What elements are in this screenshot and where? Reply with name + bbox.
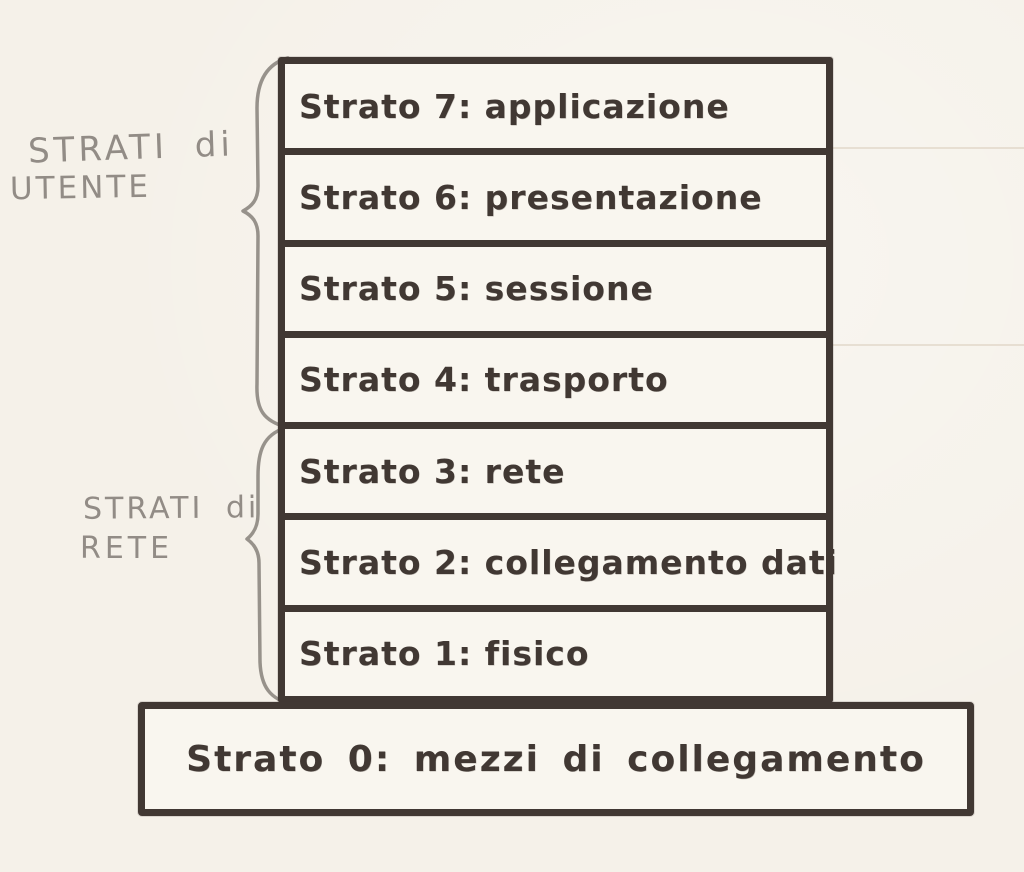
layer-label-strato-2: Strato 2: collegamento dati [299,543,838,583]
layer-label-strato-6: Strato 6: presentazione [299,177,763,217]
layer-row-strato-3: Strato 3: rete [285,429,826,521]
layer-row-strato-5: Strato 5: sessione [285,246,826,338]
layer-label-strato-4: Strato 4: trasporto [299,360,669,400]
layer-row-strato-2: Strato 2: collegamento dati [285,520,837,612]
layer-row-strato-7: Strato 7: applicazione [285,64,826,156]
layer-stack: Strato 7: applicazione Strato 6: present… [278,57,837,703]
annotation-network-layers-line2: RETE [80,531,174,566]
annotation-network-layers-line1: STRATI di [82,490,260,527]
annotation-user-layers-line1: STRATI di [27,124,235,172]
layer-row-strato-1: Strato 1: fisico [285,611,826,696]
layer-label-strato-1: Strato 1: fisico [299,634,590,674]
annotation-user-layers-line2: UTENTE [9,168,152,208]
scan-artifact-line [826,344,1024,346]
layer-row-strato-6: Strato 6: presentazione [285,155,826,247]
layer-strato-0: Strato 0: mezzi di collegamento [138,702,974,816]
layer-row-strato-4: Strato 4: trasporto [285,337,826,430]
scan-artifact-line [826,147,1024,149]
layer-label-strato-5: Strato 5: sessione [299,269,654,309]
layer-label-strato-0: Strato 0: mezzi di collegamento [186,738,926,780]
layer-label-strato-3: Strato 3: rete [299,451,566,491]
layer-label-strato-7: Strato 7: applicazione [299,86,730,126]
